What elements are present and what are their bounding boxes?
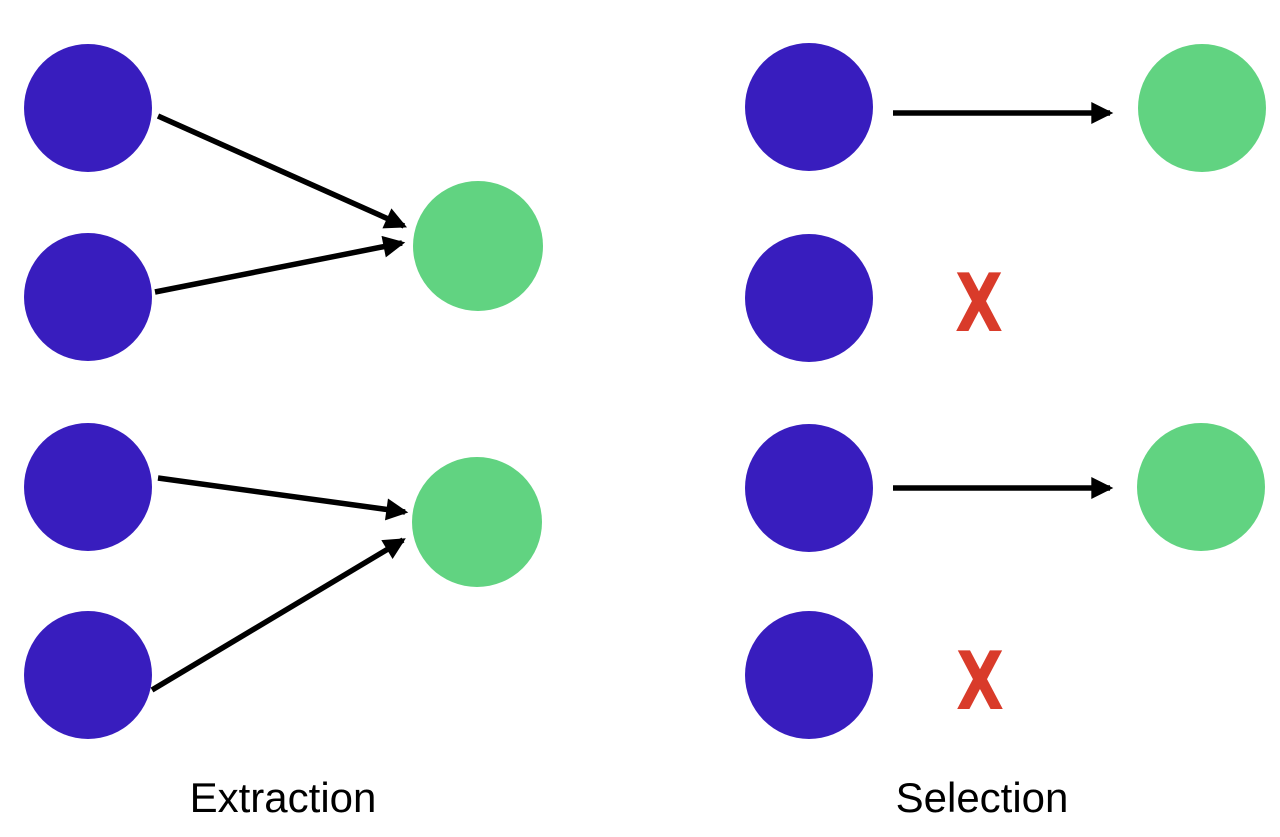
source-node xyxy=(745,611,873,739)
selection-panel: X X Selection xyxy=(745,43,1266,821)
arrow xyxy=(156,113,408,229)
source-node xyxy=(24,233,152,361)
arrow xyxy=(154,235,406,295)
extraction-group-2 xyxy=(24,423,542,739)
result-node xyxy=(1137,423,1265,551)
selection-row-2: X xyxy=(745,234,1003,362)
source-node xyxy=(745,234,873,362)
source-node xyxy=(745,424,873,552)
source-node xyxy=(24,44,152,172)
panel-label-selection: Selection xyxy=(896,774,1069,821)
reject-x-mark: X xyxy=(955,257,1003,350)
result-node xyxy=(413,181,543,311)
selection-row-3 xyxy=(745,423,1265,552)
selection-row-1 xyxy=(745,43,1266,172)
selection-row-4: X xyxy=(745,611,1004,739)
reject-x-mark: X xyxy=(956,635,1004,728)
source-node xyxy=(24,611,152,739)
extraction-group-1 xyxy=(24,44,543,361)
source-node xyxy=(745,43,873,171)
extraction-panel: Extraction xyxy=(24,44,543,821)
result-node xyxy=(412,457,542,587)
result-node xyxy=(1138,44,1266,172)
source-node xyxy=(24,423,152,551)
arrow xyxy=(157,475,409,521)
panel-label-extraction: Extraction xyxy=(190,774,377,821)
arrow xyxy=(150,537,406,693)
